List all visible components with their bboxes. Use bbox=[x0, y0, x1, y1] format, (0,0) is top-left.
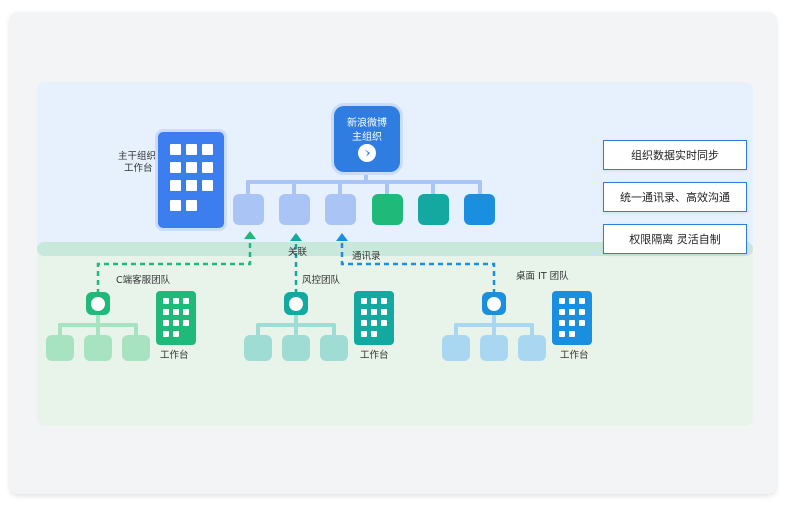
team-logo-icon bbox=[482, 292, 506, 315]
feature-sync: 组织数据实时同步 bbox=[603, 140, 747, 170]
child-node-it-team bbox=[464, 194, 495, 225]
workbench-building-icon bbox=[156, 291, 196, 345]
team-name: 风控团队 bbox=[302, 275, 341, 286]
member-node bbox=[320, 335, 348, 361]
backbone-label-1: 主干组织 bbox=[118, 151, 157, 162]
link-it-team bbox=[340, 240, 496, 294]
member-node bbox=[480, 335, 508, 361]
member-node bbox=[46, 335, 74, 361]
feature-permission: 权限隔离 灵活自制 bbox=[603, 224, 747, 254]
main-org-name: 新浪微博 bbox=[347, 118, 387, 129]
member-node bbox=[244, 335, 272, 361]
main-org-node: 新浪微博 主组织 bbox=[334, 106, 400, 172]
member-node bbox=[122, 335, 150, 361]
team-name: 桌面 IT 团队 bbox=[516, 271, 569, 282]
workbench-building-icon bbox=[552, 291, 592, 345]
team-logo-icon bbox=[86, 292, 110, 315]
workbench-building-icon bbox=[354, 291, 394, 345]
team-name: C端客服团队 bbox=[116, 275, 171, 286]
workbench-label: 工作台 bbox=[360, 350, 389, 361]
main-org-sub: 主组织 bbox=[352, 132, 382, 143]
member-node bbox=[518, 335, 546, 361]
child-node-c-team bbox=[372, 194, 403, 225]
child-node-risk-team bbox=[418, 194, 449, 225]
child-node bbox=[233, 194, 264, 225]
workbench-label: 工作台 bbox=[560, 350, 589, 361]
workbench-label: 工作台 bbox=[160, 350, 189, 361]
divider-band bbox=[37, 242, 753, 256]
member-node bbox=[442, 335, 470, 361]
directory-label: 通讯录 bbox=[352, 251, 381, 262]
backbone-label-2: 工作台 bbox=[124, 163, 153, 174]
child-node bbox=[279, 194, 310, 225]
association-label: 关联 bbox=[288, 247, 308, 258]
feature-directory: 统一通讯录、高效沟通 bbox=[603, 182, 747, 212]
weibo-logo-icon bbox=[358, 144, 376, 162]
child-node bbox=[325, 194, 356, 225]
backbone-building-icon bbox=[158, 132, 224, 228]
member-node bbox=[84, 335, 112, 361]
member-node bbox=[282, 335, 310, 361]
team-logo-icon bbox=[284, 292, 308, 315]
